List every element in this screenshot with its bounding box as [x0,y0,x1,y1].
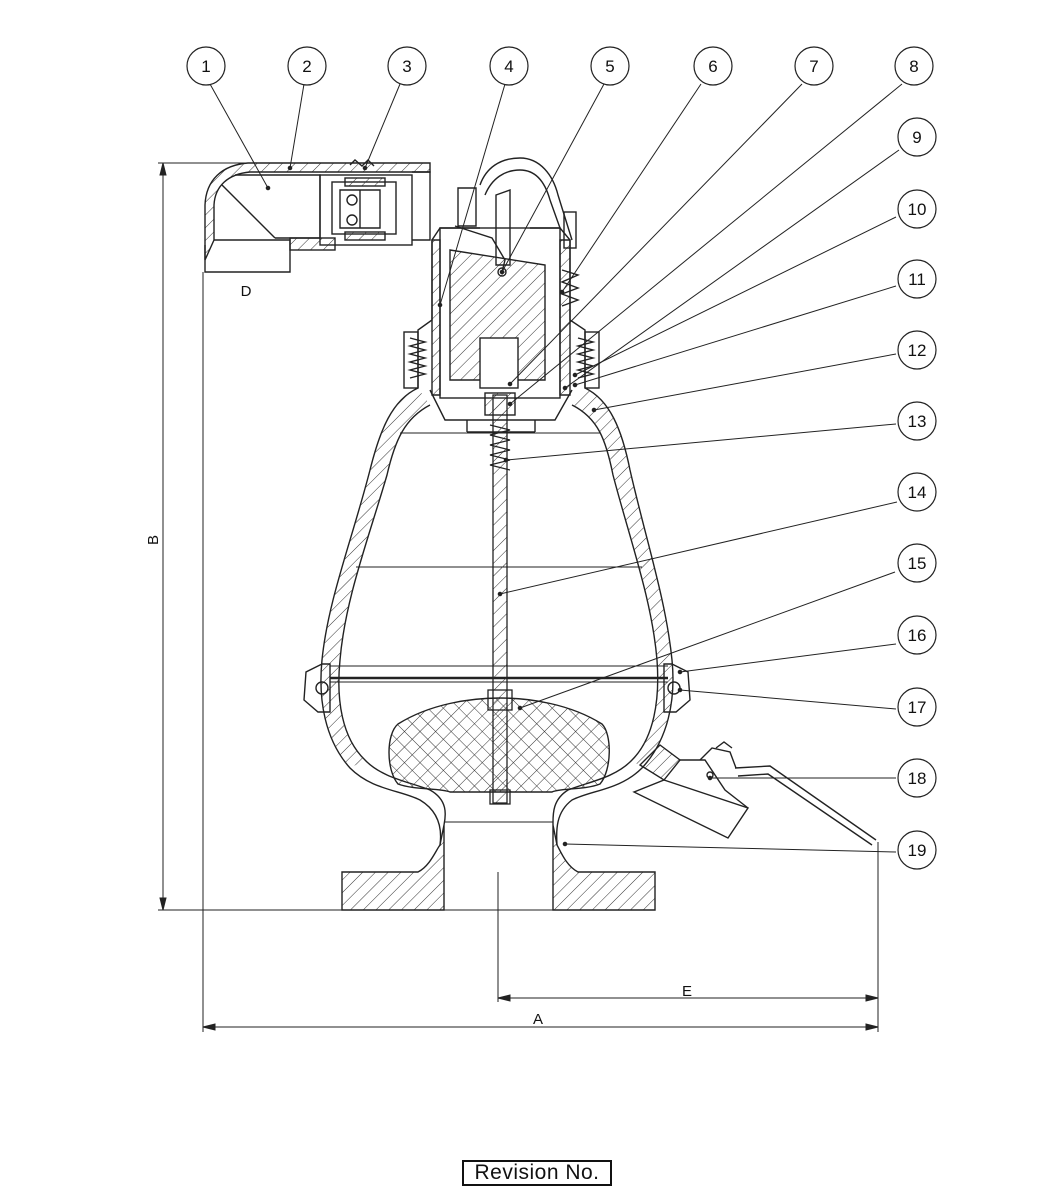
balloon-circle [794,46,834,86]
balloon-14: 14 [897,472,937,512]
balloon-circle [897,615,937,655]
balloon-10: 10 [897,189,937,229]
balloon-13: 13 [897,401,937,441]
balloon-18: 18 [897,758,937,798]
balloon-17: 17 [897,687,937,727]
balloon-number: 19 [908,841,927,860]
balloon-number: 1 [201,57,210,76]
balloon-19: 19 [897,830,937,870]
balloon-circle [897,117,937,157]
balloon-circle [897,330,937,370]
balloon-circle [897,543,937,583]
balloon-circle [897,401,937,441]
revision-number-box: Revision No. [462,1160,612,1186]
balloon-number: 4 [504,57,513,76]
balloon-1: 1 [186,46,226,86]
balloon-circle [897,472,937,512]
balloon-circle [897,758,937,798]
balloon-number: 11 [908,270,926,289]
left-lug [303,663,331,713]
balloon-number: 12 [908,341,927,360]
balloon-number: 17 [908,698,927,717]
balloon-15: 15 [897,543,937,583]
balloon-number: 18 [908,769,927,788]
balloon-11: 11 [897,259,937,299]
dimension-label-b: B [145,535,162,545]
balloon-number: 5 [605,57,614,76]
balloon-circle [894,46,934,86]
balloon-8: 8 [894,46,934,86]
balloon-number: 2 [302,57,311,76]
balloon-9: 9 [897,117,937,157]
dimension-lines [158,162,879,1032]
outlet-elbow [204,159,431,273]
balloon-5: 5 [590,46,630,86]
balloon-number: 10 [908,200,927,219]
balloon-number: 9 [912,128,921,147]
dimension-label-a: A [533,1011,543,1028]
balloon-circle [897,687,937,727]
side-drain-valve [632,741,877,846]
balloon-circle [897,259,937,299]
upper-cage [403,157,600,433]
balloon-circle [693,46,733,86]
balloon-number: 6 [708,57,717,76]
balloon-circle [186,46,226,86]
valve-body [303,387,691,846]
leader-lines [209,83,903,853]
balloon-circle [897,189,937,229]
balloon-number: 16 [908,626,927,645]
balloon-circle [897,830,937,870]
balloon-number: 15 [908,554,927,573]
balloon-circle [387,46,427,86]
balloon-3: 3 [387,46,427,86]
balloon-circle [590,46,630,86]
balloon-16: 16 [897,615,937,655]
balloon-number: 8 [909,57,918,76]
dimension-label-e: E [682,983,692,1000]
right-lug [663,663,691,713]
dimension-label-d: D [241,283,252,300]
balloon-12: 12 [897,330,937,370]
balloon-number: 14 [908,483,927,502]
balloon-number: 13 [908,412,927,431]
balloon-2: 2 [287,46,327,86]
base-flange [341,821,656,911]
balloon-number: 7 [809,57,818,76]
balloon-circle [489,46,529,86]
balloon-6: 6 [693,46,733,86]
balloon-4: 4 [489,46,529,86]
balloon-circle [287,46,327,86]
balloon-number: 3 [402,57,411,76]
balloon-7: 7 [794,46,834,86]
